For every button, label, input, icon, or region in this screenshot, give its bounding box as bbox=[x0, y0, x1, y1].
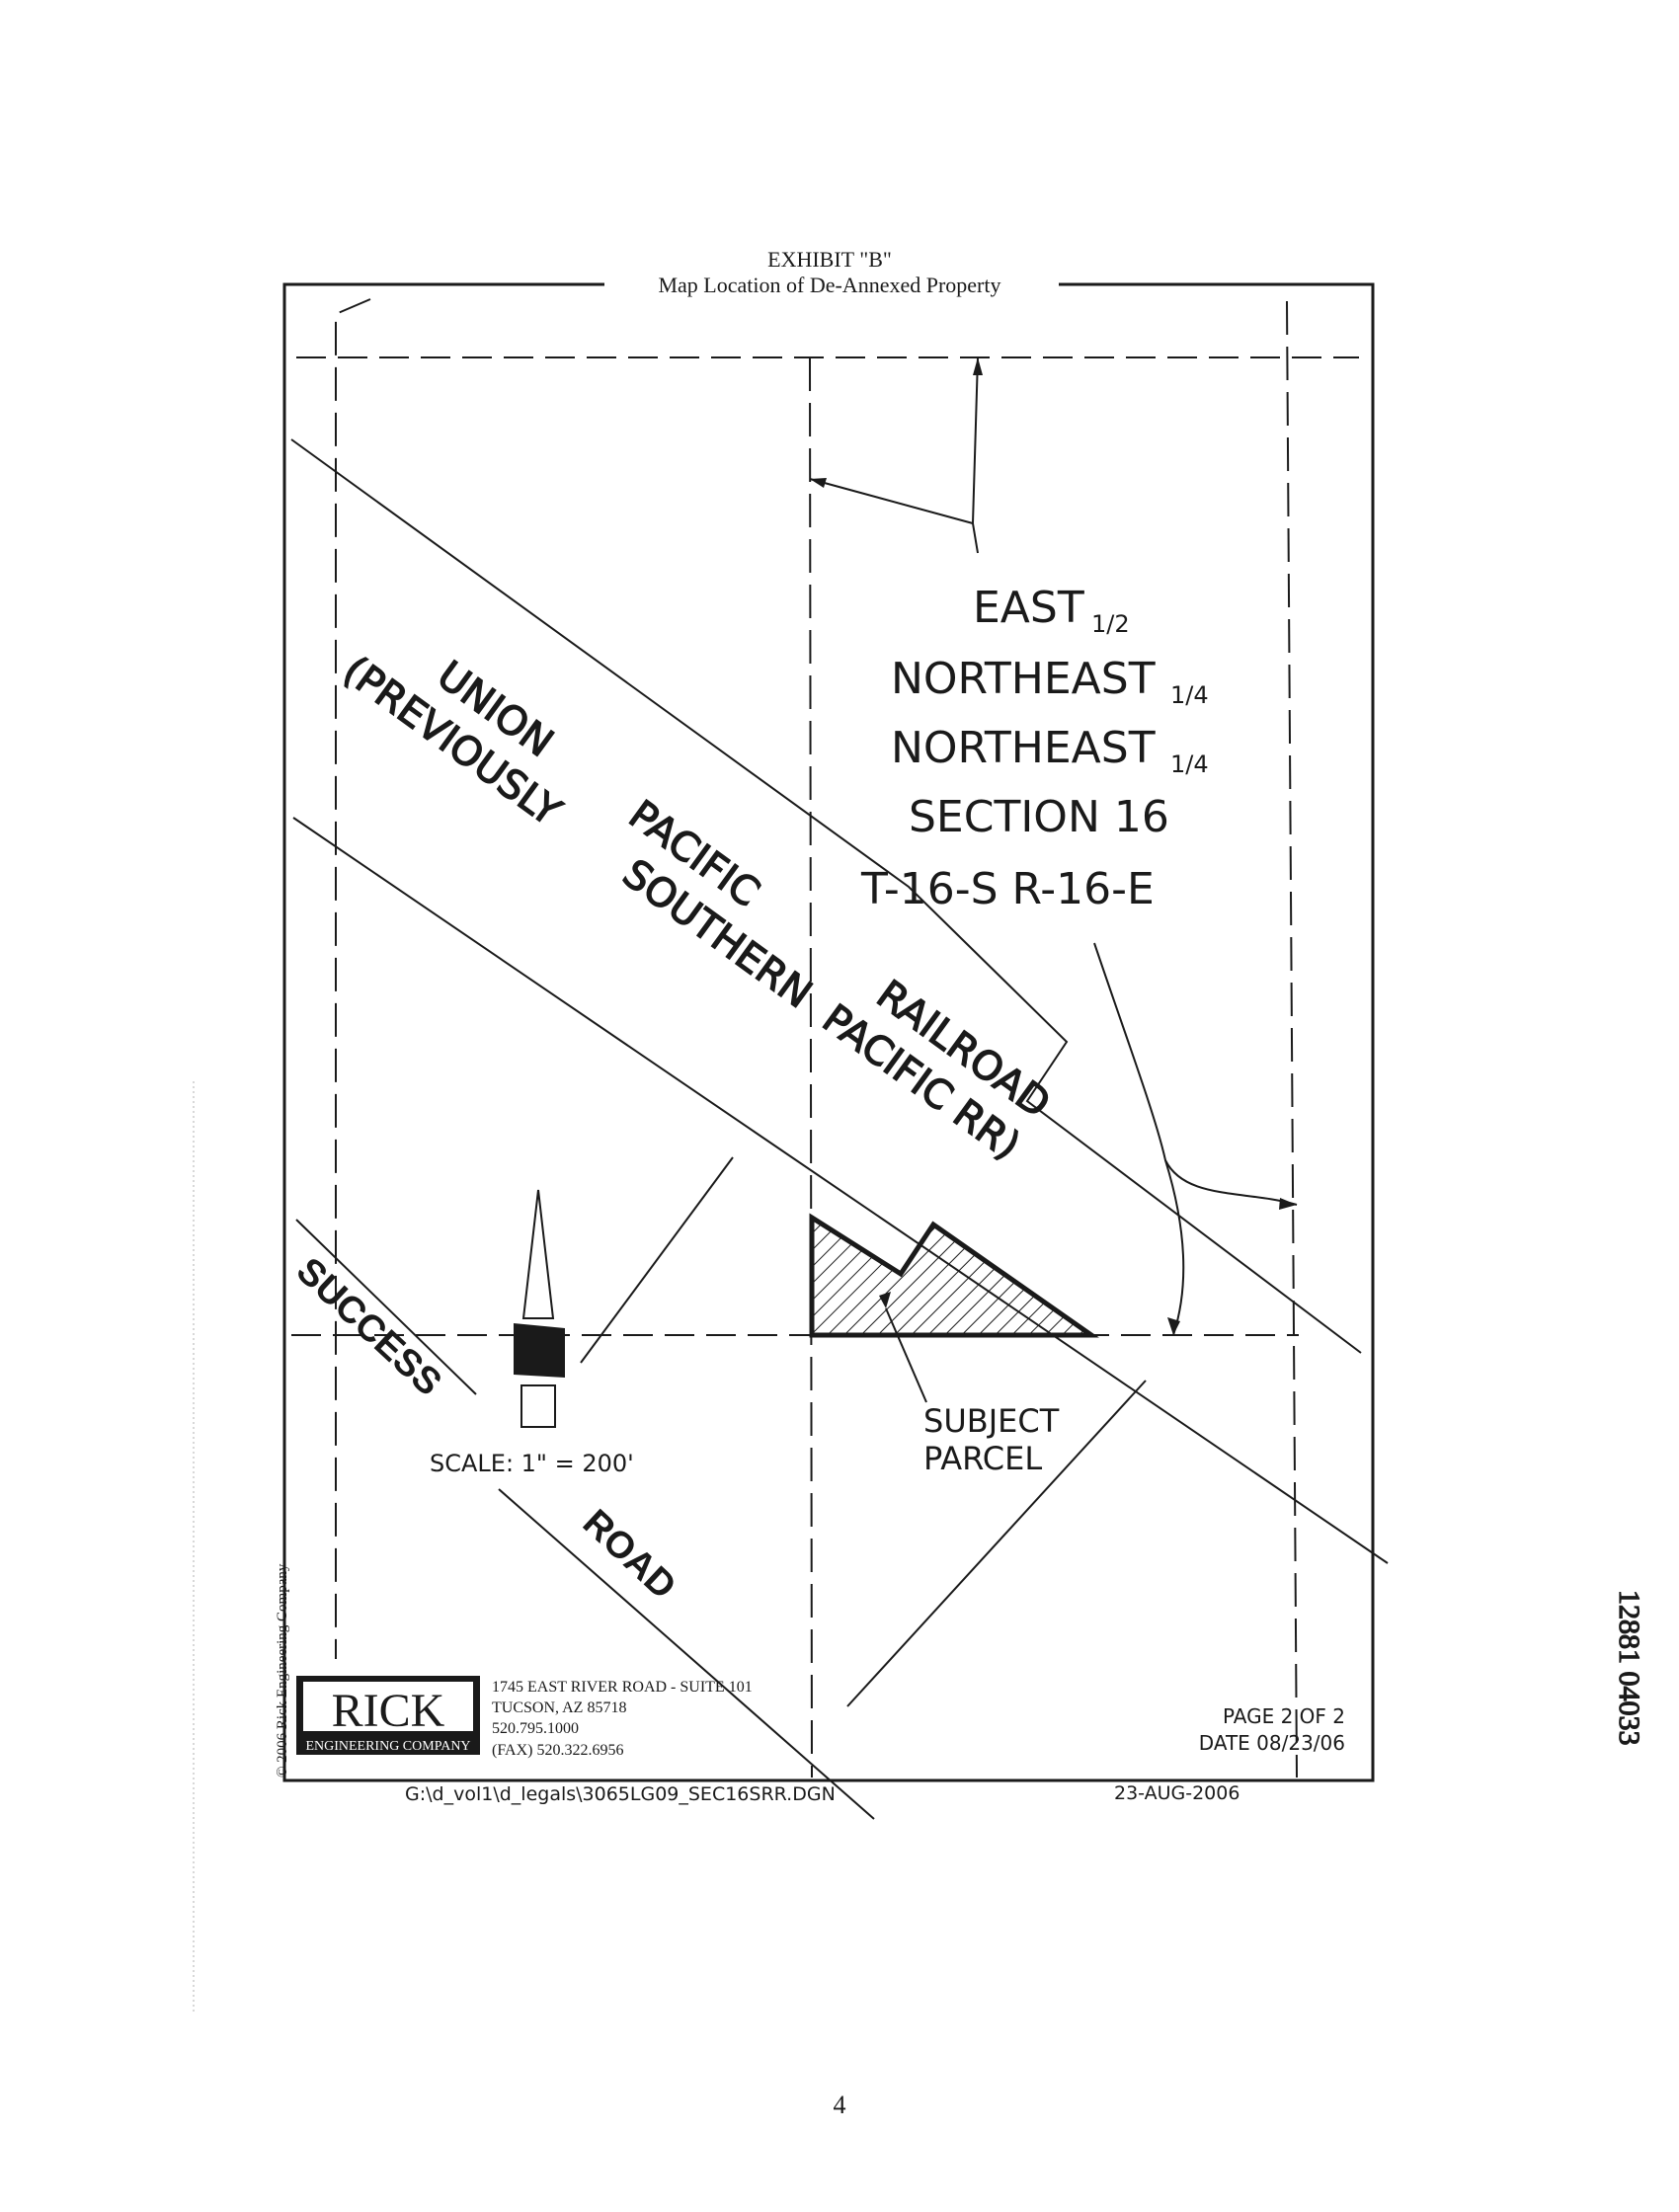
company-name: RICK bbox=[332, 1685, 445, 1737]
company-address2: TUCSON, AZ 85718 bbox=[492, 1699, 626, 1716]
company-phone: 520.795.1000 bbox=[492, 1720, 579, 1737]
company-logo: RICK ENGINEERING COMPANY bbox=[296, 1676, 480, 1755]
section-line3: NORTHEAST bbox=[891, 723, 1156, 773]
section-line1: EAST bbox=[973, 583, 1084, 633]
parcel-leader bbox=[885, 1307, 927, 1403]
company-address1: 1745 EAST RIVER ROAD - SUITE 101 bbox=[492, 1679, 753, 1696]
page-of-label: PAGE 2 OF 2 bbox=[1223, 1704, 1345, 1728]
plot-date: 23-AUG-2006 bbox=[1114, 1782, 1239, 1804]
file-path: G:\d_vol1\d_legals\3065LG09_SEC16SRR.DGN bbox=[405, 1783, 836, 1805]
scale-label: SCALE: 1" = 200' bbox=[430, 1450, 634, 1477]
railroad-lines bbox=[290, 438, 1389, 1564]
north-arrow-icon bbox=[514, 1189, 565, 1428]
title-gap bbox=[604, 267, 1059, 306]
leader-lines bbox=[809, 356, 1298, 1336]
section-line3-frac: 1/4 bbox=[1170, 750, 1209, 778]
section-label: EAST 1/2 NORTHEAST 1/4 NORTHEAST 1/4 SEC… bbox=[860, 583, 1209, 914]
road-label-success: SUCCESS bbox=[288, 1250, 449, 1404]
section-line1-frac: 1/2 bbox=[1091, 610, 1130, 638]
section-line5: T-16-S R-16-E bbox=[860, 864, 1155, 914]
exhibit-subtitle: Map Location of De-Annexed Property bbox=[658, 273, 1000, 297]
recording-number: 12881 04033 bbox=[1613, 1590, 1645, 1746]
section-line2-frac: 1/4 bbox=[1170, 681, 1209, 709]
exhibit-title: EXHIBIT "B" bbox=[767, 247, 892, 272]
drawing-date: DATE 08/23/06 bbox=[1199, 1731, 1345, 1755]
arrowheads bbox=[810, 357, 1297, 1335]
section-line4: SECTION 16 bbox=[909, 792, 1169, 842]
road-label-road: ROAD bbox=[575, 1502, 683, 1608]
company-fax: (FAX) 520.322.6956 bbox=[492, 1742, 623, 1759]
company-address: 1745 EAST RIVER ROAD - SUITE 101 TUCSON,… bbox=[492, 1679, 753, 1759]
section-lines bbox=[291, 298, 1359, 1778]
copyright-notice: © 2006 Rick Engineering Company bbox=[275, 1563, 290, 1778]
subject-parcel-line1: SUBJECT bbox=[923, 1402, 1060, 1440]
company-tagline: ENGINEERING COMPANY bbox=[305, 1739, 470, 1754]
road-lines bbox=[295, 1156, 1147, 1820]
section-line2: NORTHEAST bbox=[891, 654, 1156, 704]
subject-parcel-line2: PARCEL bbox=[923, 1440, 1042, 1477]
subject-parcel-shape bbox=[809, 1213, 1099, 1338]
page-number: 4 bbox=[834, 2091, 846, 2119]
